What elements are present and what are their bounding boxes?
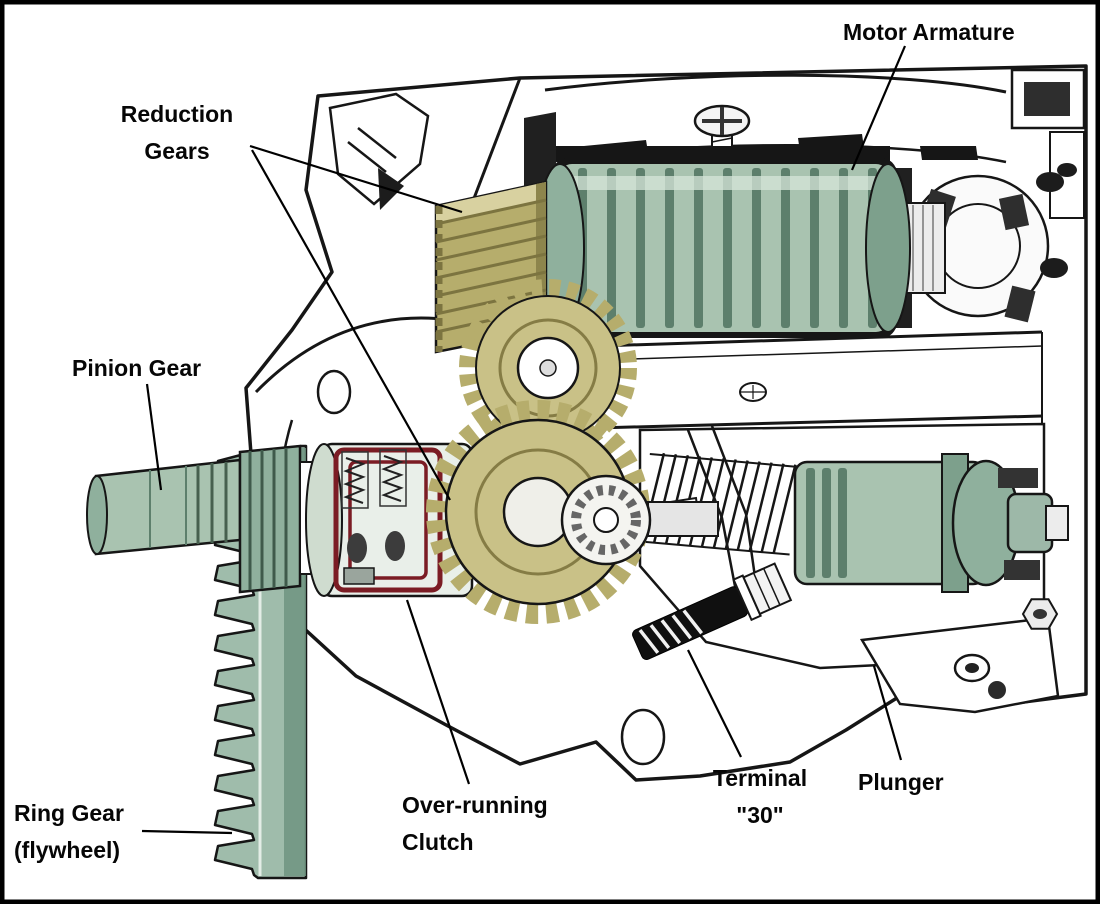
ring-gear-label-line2: (flywheel) — [14, 837, 121, 863]
reduction-gears-label: Reduction Gears — [102, 96, 252, 170]
shift-fork — [686, 429, 740, 603]
plunger-leader-line — [872, 665, 903, 761]
pinion-gear-part — [86, 444, 325, 594]
pinion-gear-label: Pinion Gear — [72, 355, 202, 381]
reduction-gears-leader-line-2 — [251, 149, 451, 501]
motor-armature-part — [535, 158, 946, 338]
motor-armature-label: Motor Armature — [843, 19, 1015, 45]
reduction-gears-leader-line-1 — [249, 144, 463, 214]
top-bracket — [328, 92, 430, 210]
over-running-clutch-label-line2: Clutch — [402, 829, 474, 855]
plunger-part — [793, 453, 1069, 593]
ring-gear-leader-line — [141, 829, 233, 835]
terminal-30-label-line1: Terminal — [712, 765, 808, 791]
plunger-label: Plunger — [858, 769, 944, 795]
ring-gear-label-line1: Ring Gear — [14, 800, 124, 826]
terminal-30-label: Terminal "30" — [700, 760, 820, 834]
case-seams — [595, 330, 1043, 430]
motor-armature-leader-line — [850, 45, 907, 171]
roller-bearing — [560, 474, 719, 566]
shift-fork-edge — [710, 425, 760, 599]
mounting-ear — [620, 598, 1060, 766]
reduction-gears-label-line2: Gears — [144, 138, 210, 164]
pinion-gear-leader-line — [145, 383, 163, 491]
nose-hole — [316, 369, 352, 415]
terminal-30-leader-line — [687, 649, 742, 758]
over-running-clutch-label-line1: Over-running — [402, 792, 548, 818]
terminal-30-bolt — [632, 562, 793, 661]
leader-lines — [141, 45, 907, 835]
over-running-clutch-label: Over-running Clutch — [402, 787, 548, 861]
terminal-30-label-line2: "30" — [736, 802, 784, 828]
ring-gear-label: Ring Gear (flywheel) — [14, 795, 124, 869]
reduction-gears-label-line1: Reduction — [120, 101, 234, 127]
reduction-gears-part — [426, 180, 719, 624]
over-running-clutch-leader-line — [405, 599, 471, 785]
